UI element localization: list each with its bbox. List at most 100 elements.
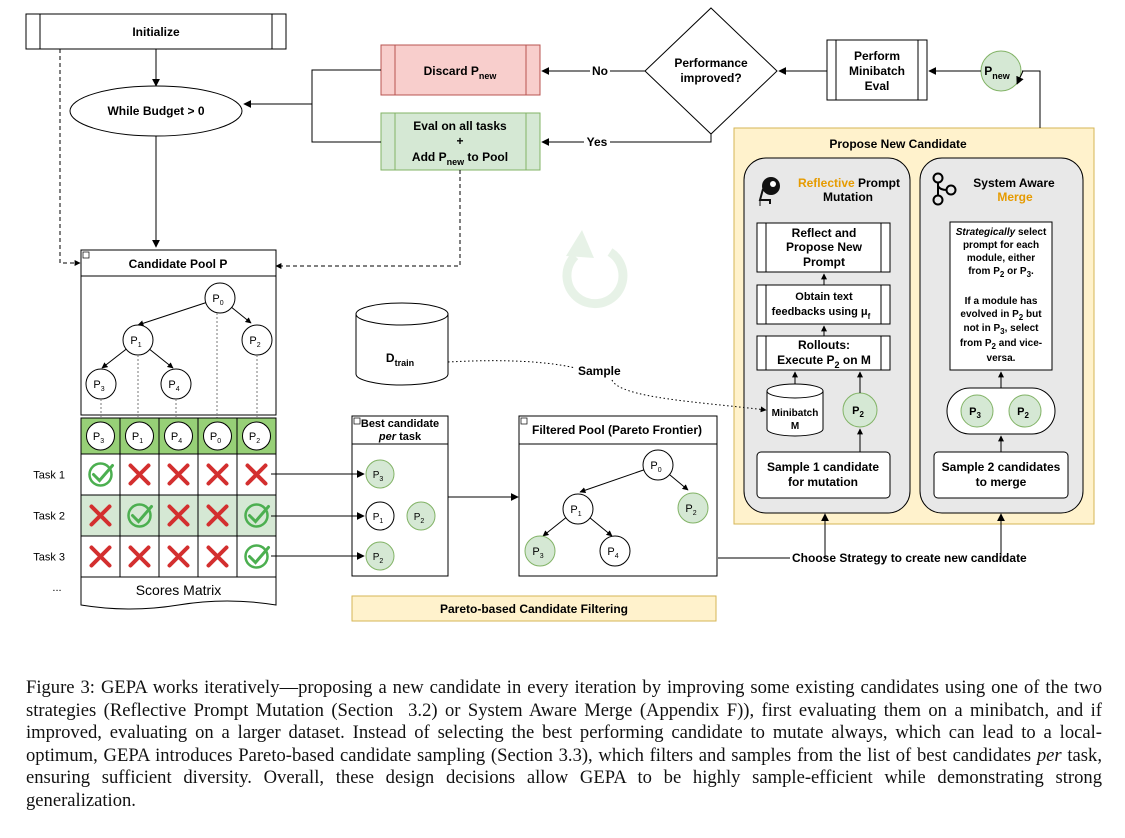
reflect-line3: Prompt: [803, 255, 845, 269]
reflect-line2: Propose New: [786, 240, 863, 254]
discard-sub: new: [479, 71, 498, 81]
svg-text:P1: P1: [130, 335, 141, 349]
svg-text:P2: P2: [373, 552, 384, 565]
arrow-yes: [541, 134, 712, 146]
best-title-1: Best candidate: [361, 418, 439, 430]
task-label: Task 1: [33, 470, 65, 482]
rollouts-sub: 2: [835, 360, 840, 370]
reflect-line1: Reflect and: [792, 226, 857, 240]
pareto-p0: P: [650, 460, 657, 472]
pnew-node: Pnew: [980, 50, 1022, 92]
svg-text:not in P3, select: not in P3, select: [963, 323, 1039, 336]
line-propose-up: [1022, 70, 1041, 128]
merge-desc-4d: 3: [1027, 270, 1032, 279]
pool-p4: P: [168, 379, 175, 391]
svg-text:Dtrain: Dtrain: [386, 351, 414, 368]
minibatch-line3: Eval: [865, 79, 890, 93]
initialize-box: Initialize: [25, 13, 287, 50]
svg-text:from P2 or P3.: from P2 or P3.: [968, 266, 1034, 279]
merge-panel: System Aware Merge Strategically select …: [919, 157, 1084, 514]
scores-col-node: [203, 421, 232, 451]
pnew-label: P: [984, 64, 992, 78]
pool-title: Candidate Pool P: [129, 257, 228, 271]
discard-box: Discard Pnew: [380, 44, 541, 96]
minibatch-cylinder: Minibatch M: [766, 383, 824, 437]
figure-caption: Figure 3: GEPA works iteratively—proposi…: [26, 677, 1102, 813]
svg-text:P2: P2: [852, 405, 864, 419]
cross-icon: [89, 545, 112, 568]
minibatch-line2: Minibatch: [849, 64, 905, 78]
svg-text:P4: P4: [607, 546, 618, 560]
eval-line3-pre: Add P: [412, 150, 447, 164]
gepa-diagram: Initialize While Budget > 0 Discard Pnew…: [25, 7, 1095, 622]
initialize-label: Initialize: [132, 25, 180, 39]
check-icon: [244, 544, 270, 569]
best-per-task-box: Best candidate per task P3 P1 P2 P2: [351, 415, 449, 577]
merge-branch-icon: [932, 172, 957, 206]
scores-col-label: P3: [93, 431, 104, 445]
scores-col-node: [164, 421, 193, 451]
scores-col-label: P1: [132, 431, 143, 445]
minibatch-m-line1: Minibatch: [772, 408, 819, 419]
merge-desc-8b: 2: [992, 342, 997, 351]
sample-dotted-line: [447, 360, 576, 369]
check-icon: [88, 462, 114, 487]
feedback-line1: Obtain text: [795, 291, 853, 303]
propose-title: Propose New Candidate: [829, 137, 967, 151]
svg-text:P1: P1: [373, 512, 384, 525]
svg-text:per task: per task: [378, 431, 422, 443]
pool-p3: P: [93, 379, 100, 391]
eval-all-box: Eval on all tasks + Add Pnew to Pool: [380, 112, 541, 171]
merge-desc-6c: but: [1023, 309, 1042, 320]
scores-col-label: P2: [249, 431, 260, 445]
svg-text:P4: P4: [168, 379, 179, 393]
scores-col-node: [86, 421, 115, 451]
scores-ellipsis: ...: [52, 582, 61, 594]
caption-italic: per: [1036, 744, 1062, 766]
rollouts-pre: Execute P: [777, 353, 834, 367]
merge-sample-line2: to merge: [976, 475, 1027, 489]
best-title-it: per: [378, 431, 397, 443]
reflective-rest: Prompt: [855, 176, 900, 190]
merge-desc-3: module, either: [967, 253, 1035, 264]
merge-p2-label: P: [1017, 406, 1024, 418]
cross-icon: [167, 504, 190, 527]
minibatch-m-line2: M: [791, 421, 799, 432]
eval-line3-sub: new: [447, 157, 466, 167]
scores-col-label: P0: [210, 431, 221, 445]
pareto-p4: P: [607, 546, 614, 558]
no-label: No: [592, 64, 608, 78]
merge-title-line2: Merge: [997, 190, 1033, 204]
svg-text:P2: P2: [414, 512, 425, 525]
pareto-title: Filtered Pool (Pareto Frontier): [532, 423, 702, 437]
discard-label: Discard P: [424, 64, 479, 78]
svg-text:Reflective Prompt: Reflective Prompt: [798, 176, 900, 190]
while-budget-node: While Budget > 0: [69, 85, 243, 137]
eval-line2: +: [456, 134, 463, 148]
sample-label: Sample: [578, 364, 621, 378]
dtrain-cylinder: Dtrain: [355, 302, 449, 386]
svg-text:Discard Pnew: Discard Pnew: [424, 64, 498, 81]
scores-col-node: [242, 421, 271, 451]
merge-line: [311, 69, 381, 143]
svg-text:Pnew: Pnew: [984, 64, 1011, 81]
merge-desc-6a: evolved in P: [960, 309, 1019, 320]
brain-head-icon: [758, 177, 780, 206]
cross-icon: [128, 545, 151, 568]
cross-icon: [206, 545, 229, 568]
scores-col-node: [125, 421, 154, 451]
svg-text:P3: P3: [93, 379, 104, 393]
pool-p1: P: [130, 335, 137, 347]
merge-desc-4b: 2: [1000, 270, 1005, 279]
dtrain-sub: train: [395, 358, 415, 368]
merge-desc-4e: .: [1031, 266, 1034, 277]
svg-text:P1: P1: [570, 504, 581, 518]
cross-icon: [167, 545, 190, 568]
merge-sample-line1: Sample 2 candidates: [942, 460, 1061, 474]
merge-desc-1: select: [1015, 227, 1047, 238]
merge-p3-sub: 3: [976, 411, 981, 420]
rollouts-line1: Rollouts:: [798, 338, 850, 352]
minibatch-eval-box: Perform Minibatch Eval: [826, 39, 928, 101]
task-label: Task 2: [33, 511, 65, 523]
cross-icon: [89, 504, 112, 527]
